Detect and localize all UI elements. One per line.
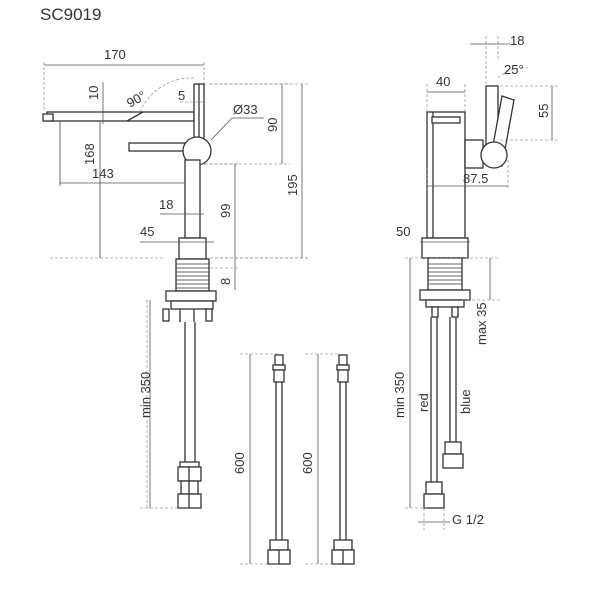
front-dimensions: 170 10 90° 5 Ø33 90 168 143 195 <box>43 47 308 510</box>
side-hose-red <box>423 317 445 509</box>
loose-hose-2 <box>331 354 355 565</box>
dim-lever-height: 55 <box>536 104 551 118</box>
dim-body-diameter: 18 <box>159 197 173 212</box>
label-hose-blue: blue <box>458 389 473 414</box>
dim-spout-thickness: 10 <box>86 86 101 100</box>
dim-side-reach: 87.5 <box>463 171 488 186</box>
dim-min-length-side: min 350 <box>392 372 407 418</box>
dim-spout-angle: 90° <box>124 88 149 111</box>
model-title: SC9019 <box>40 5 101 24</box>
side-dimensions: 18 25° 40 55 87.5 50 max 35 min 350 <box>392 33 560 530</box>
dim-lever-angle: 25° <box>504 62 524 77</box>
side-view <box>419 85 515 509</box>
dim-handle-offset: 5 <box>178 88 185 103</box>
dim-max-thickness: max 35 <box>474 302 489 345</box>
dim-side-base: 50 <box>396 224 410 239</box>
loose-hose-1 <box>267 354 291 565</box>
front-view <box>42 83 217 509</box>
dim-body-width: 40 <box>436 74 450 89</box>
dim-min-length-front: min 350 <box>138 372 153 418</box>
side-thread <box>419 257 471 318</box>
dim-base-thickness: 8 <box>218 278 233 285</box>
dim-overall-width: 170 <box>104 47 126 62</box>
dim-total-height: 195 <box>285 174 300 196</box>
dim-base-to-handle: 99 <box>218 204 233 218</box>
dim-base-diameter: 45 <box>140 224 154 239</box>
dim-spout-reach: 143 <box>92 166 114 181</box>
threaded-shank <box>162 258 217 322</box>
side-lever <box>480 85 515 169</box>
front-hose <box>177 322 202 509</box>
dim-lever-width: 18 <box>510 33 524 48</box>
side-hose-blue <box>442 317 464 469</box>
tap-body <box>178 159 207 260</box>
hose-dimensions: 600 600 <box>232 353 340 565</box>
dim-hose-length-2: 600 <box>300 452 315 474</box>
dim-handle-height: 90 <box>265 118 280 132</box>
label-hose-red: red <box>416 393 431 412</box>
spout <box>42 111 195 122</box>
dim-spout-height: 168 <box>82 143 97 165</box>
dim-hose-length-1: 600 <box>232 452 247 474</box>
dim-handle-diameter: Ø33 <box>233 102 258 117</box>
dim-thread: G 1/2 <box>452 512 484 527</box>
